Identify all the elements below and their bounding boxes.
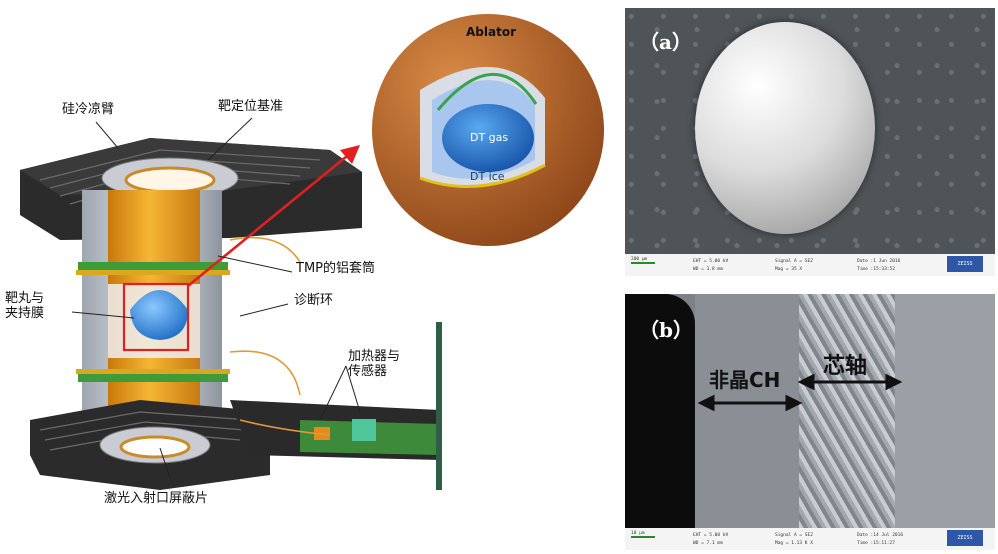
eht-b: EHT = 5.00 kV — [693, 533, 729, 538]
panel-b-mandrel — [799, 294, 895, 528]
annotation-arrows — [697, 373, 903, 412]
time-a: Time :15:33:52 — [857, 267, 895, 272]
capsule-cutaway — [372, 14, 604, 246]
sem-footer-a: 200 μm EHT = 5.00 kV WD = 3.8 mm Signal … — [625, 254, 995, 276]
signal-b: Signal A = SE2 — [775, 533, 813, 538]
panel-b-tag: （b） — [639, 318, 693, 342]
mag-b: Mag = 1.13 K X — [775, 541, 813, 546]
panel-b-black-region — [625, 294, 695, 528]
panel-b-right-region — [895, 294, 995, 528]
label-dt-ice: DT ice — [470, 170, 505, 183]
label-tmp-sleeve: TMP的铝套筒 — [296, 261, 375, 276]
zoom-arrow — [187, 145, 360, 288]
bottom-cooling-plate — [30, 400, 270, 490]
sem-panel-b: （b） 非晶CH 芯轴 10 μm EHT = 5.00 kV WD = 7.1… — [625, 294, 995, 550]
panel-a-tag: （a） — [639, 30, 692, 54]
scale-bar-b — [631, 536, 655, 538]
annotation-mandrel: 芯轴 — [823, 354, 868, 379]
sem-footer-b: 10 μm EHT = 5.00 kV WD = 7.1 mm Signal A… — [625, 528, 995, 550]
signal-a: Signal A = SE2 — [775, 259, 813, 264]
wd-b: WD = 7.1 mm — [693, 541, 723, 546]
date-a: Date :1 Jun 2016 — [857, 259, 901, 264]
annotation-amorphous-ch: 非晶CH — [709, 368, 781, 392]
date-b: Date :14 Jul 2016 — [857, 533, 904, 538]
wd-a: WD = 3.8 mm — [693, 267, 723, 272]
capsule-sphere — [695, 22, 875, 234]
sem-panel-a: （a） 200 μm EHT = 5.00 kV WD = 3.8 mm Sig… — [625, 8, 995, 276]
time-b: Time :15:11:27 — [857, 541, 895, 546]
label-diagnostic-ring: 诊断环 — [294, 293, 334, 308]
zeiss-logo-b: ZEISS — [947, 530, 983, 546]
label-heater-sensor: 加热器与 传感器 — [348, 349, 401, 379]
eht-a: EHT = 5.00 kV — [693, 259, 729, 264]
label-target-reference: 靶定位基准 — [218, 99, 284, 114]
label-ablator: Ablator — [466, 25, 516, 39]
leader-lines — [71, 117, 361, 479]
label-cooling-arm: 硅冷凉臂 — [62, 102, 115, 117]
scale-a: 200 μm — [631, 257, 648, 262]
label-dt-gas: DT gas — [470, 131, 509, 144]
panel-b-amorphous-ch — [695, 294, 799, 528]
zeiss-logo-a: ZEISS — [947, 256, 983, 272]
hohlraum-schematic — [20, 14, 604, 490]
label-laser-window: 激光入射口屏蔽片 — [104, 491, 209, 506]
mag-a: Mag = 35 X — [775, 267, 803, 272]
scale-bar-a — [631, 262, 655, 264]
heater-board — [229, 236, 442, 490]
scale-b: 10 μm — [631, 531, 645, 536]
label-capsule-film: 靶丸与 夹持膜 — [5, 291, 45, 321]
